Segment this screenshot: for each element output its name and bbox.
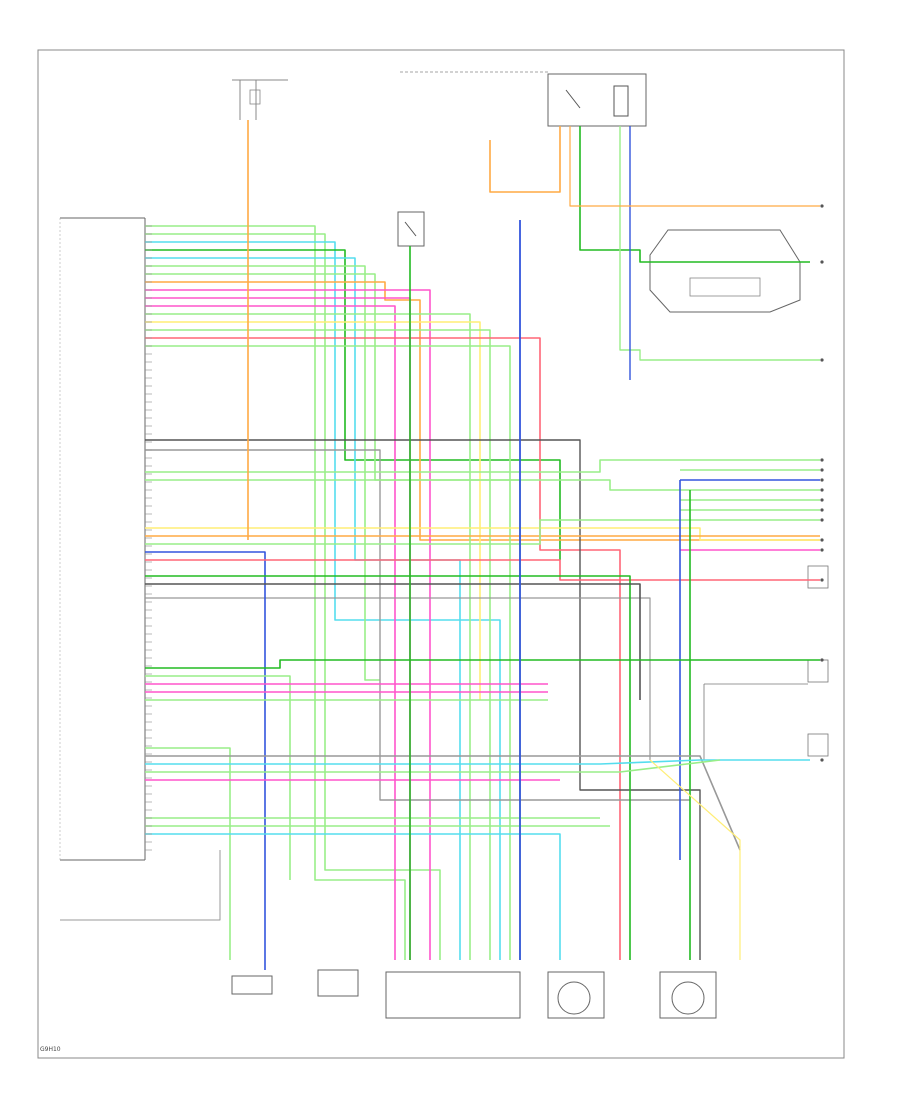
mid-wire-dkgray bbox=[145, 583, 641, 700]
spine-orange-relay bbox=[489, 126, 561, 193]
low-wire-grn-3 bbox=[145, 747, 231, 960]
mid-wire-grn-1 bbox=[145, 459, 820, 473]
mid-wire-blue bbox=[145, 551, 266, 970]
pin-group bbox=[145, 204, 824, 851]
pcm-wire-upper-11 bbox=[145, 313, 471, 960]
pcm-wire-upper-6 bbox=[145, 273, 521, 960]
pcm-wire-upper-2 bbox=[145, 241, 501, 960]
connector-dot bbox=[820, 358, 824, 362]
ignition-power-node bbox=[232, 79, 288, 120]
connector-dot bbox=[820, 508, 824, 512]
pcm-wire-upper-9 bbox=[145, 297, 411, 960]
ac-relay-box bbox=[400, 71, 647, 127]
pcm-wire-upper-15 bbox=[145, 345, 511, 960]
yellow-long bbox=[649, 759, 741, 960]
ac-refrigerant-switch bbox=[397, 211, 425, 247]
low-wire-gray bbox=[145, 755, 741, 851]
gray-wire-c bbox=[145, 597, 651, 760]
mid-wire-yel-1 bbox=[145, 527, 820, 541]
connector-dot bbox=[820, 548, 824, 552]
pcm-wire-upper-8 bbox=[145, 289, 431, 960]
pcm-wire-upper-7 bbox=[145, 281, 820, 541]
connector-dot bbox=[820, 260, 824, 264]
connector-dot bbox=[820, 658, 824, 662]
diagram-frame bbox=[37, 49, 845, 1059]
pcm-wire-upper-1 bbox=[145, 233, 441, 960]
mid-wire-grn-2 bbox=[145, 479, 820, 491]
pcm-wire-upper-14 bbox=[145, 337, 621, 960]
connector-dot bbox=[820, 468, 824, 472]
pcm-wire-upper-5 bbox=[145, 265, 380, 681]
wire-group bbox=[60, 120, 820, 970]
connector-dot bbox=[820, 458, 824, 462]
spine-grn-relay-1 bbox=[579, 126, 810, 263]
gray-wire-a bbox=[145, 439, 701, 960]
connector-dot bbox=[820, 758, 824, 762]
low-wire-grn-4 bbox=[145, 759, 721, 773]
pcm-wire-upper-3 bbox=[145, 249, 561, 560]
connector-dot bbox=[820, 488, 824, 492]
pcm-connector bbox=[59, 217, 146, 861]
connector-dot bbox=[820, 518, 824, 522]
gray-wire-b bbox=[145, 449, 690, 801]
connector-dot bbox=[820, 538, 824, 542]
spine-orange-relay-2 bbox=[569, 126, 820, 207]
low-wire-grn-1 bbox=[145, 659, 820, 669]
spine-grn-relay-2 bbox=[619, 126, 820, 361]
connector-dot bbox=[820, 498, 824, 502]
connector-dot bbox=[820, 478, 824, 482]
low-wire-grn-2 bbox=[145, 675, 291, 880]
ac-compressor-clutch bbox=[649, 229, 801, 313]
connector-dot bbox=[820, 204, 824, 208]
pcm-wire-upper-12 bbox=[145, 321, 481, 700]
pcm-wire-upper-0 bbox=[145, 225, 406, 960]
low-wire-lt-blue-2 bbox=[145, 833, 561, 960]
pcm-wire-upper-10 bbox=[145, 305, 396, 960]
mid-wire-red bbox=[145, 559, 820, 581]
right-components bbox=[703, 565, 829, 760]
bottom-left-lead bbox=[60, 850, 221, 921]
connector-dot bbox=[820, 578, 824, 582]
pcm-wire-upper-13 bbox=[145, 329, 491, 960]
corner-code: G9H10 bbox=[40, 1046, 61, 1053]
mid-wire-grn-4 bbox=[145, 575, 631, 960]
bottom-components bbox=[231, 969, 717, 1019]
pcm-wire-upper-4 bbox=[145, 257, 461, 960]
low-wire-lt-blue bbox=[145, 759, 810, 765]
